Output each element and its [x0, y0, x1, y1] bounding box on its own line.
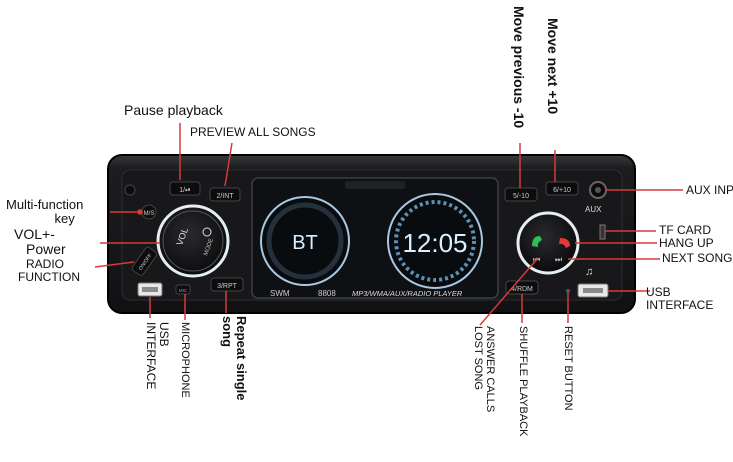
- label-vol: VOL+-: [14, 226, 55, 242]
- tf-card-slot[interactable]: [599, 224, 606, 240]
- svg-text:5/-10: 5/-10: [513, 193, 529, 200]
- answer-call-icon: [532, 236, 542, 247]
- label-usb-interface-left: USB INTERFACE: [144, 322, 171, 390]
- label-move-previous: Move previous -10: [511, 6, 527, 129]
- label-reset-button: RESET BUTTON: [562, 326, 574, 411]
- music-note-icon: ♫: [585, 266, 593, 278]
- label-tf-card: TF CARD: [659, 223, 711, 237]
- svg-text:6/+10: 6/+10: [553, 187, 571, 194]
- label-radio-function: RADIO FUNCTION: [18, 258, 80, 284]
- label-pause-playback: Pause playback: [124, 102, 223, 118]
- label-vol-power: VOL+- Power: [14, 227, 66, 257]
- label-usb-right-line2: INTERFACE: [646, 298, 714, 312]
- display-top-slot: [345, 181, 405, 189]
- label-aux-input: AUX INPUT: [686, 183, 733, 197]
- aux-label: AUX: [585, 205, 602, 214]
- microphone-hole: [175, 284, 191, 295]
- left-display: [260, 196, 350, 286]
- player-text: MP3/WMA/AUX/RADIO PLAYER: [352, 289, 463, 298]
- label-function: FUNCTION: [18, 270, 80, 284]
- svg-text:1/⏯: 1/⏯: [179, 187, 190, 194]
- label-hang-up: HANG UP: [659, 236, 714, 250]
- label-usb-interface-right: USB INTERFACE: [646, 286, 713, 312]
- left-display-text: BT: [292, 232, 318, 254]
- svg-text:M/S: M/S: [144, 211, 155, 217]
- label-multi-function-line1: Multi-function: [6, 197, 84, 212]
- label-power: Power: [26, 241, 66, 257]
- label-answer-calls-lost-song: ANSWER CALLS LOST SONG: [472, 326, 496, 413]
- button-1-pause[interactable]: [169, 181, 201, 196]
- label-microphone: MICROPHONE: [179, 322, 191, 398]
- button-3-rpt[interactable]: [210, 277, 244, 292]
- knob-mode-text: MODE: [203, 238, 215, 257]
- button-5-prev10[interactable]: [504, 187, 538, 202]
- label-shuffle-playback: SHUFFLE PLAYBACK: [517, 326, 529, 437]
- svg-text:MIC: MIC: [179, 288, 188, 293]
- label-preview-all-songs: PREVIEW ALL SONGS: [190, 125, 316, 139]
- right-display-text: 12:05: [402, 228, 467, 258]
- next-track-icon: ⏭: [555, 255, 562, 264]
- label-usb-right-line1: USB: [646, 285, 671, 299]
- label-multi-function-line2: key: [54, 211, 75, 226]
- radio-onoff-button[interactable]: [131, 246, 158, 276]
- reset-button[interactable]: [566, 289, 570, 293]
- label-radio: RADIO: [26, 257, 65, 271]
- label-multi-function-key: Multi-function key: [6, 198, 83, 226]
- label-next-song: NEXT SONG: [662, 251, 733, 265]
- label-repeat-single-song: Repeat single song: [220, 316, 249, 401]
- svg-text:3/RPT: 3/RPT: [217, 283, 238, 290]
- button-6-next10[interactable]: [545, 181, 579, 196]
- hang-up-icon: [559, 238, 570, 248]
- right-display: [387, 193, 483, 289]
- label-move-next: Move next +10: [545, 18, 561, 115]
- svg-text:4/RDM: 4/RDM: [511, 286, 533, 293]
- volume-knob[interactable]: [156, 204, 230, 278]
- brand-text: SWM: [270, 289, 290, 298]
- model-text: 8808: [318, 289, 336, 298]
- button-2-int[interactable]: [209, 187, 241, 202]
- svg-text:2/INT: 2/INT: [216, 193, 234, 200]
